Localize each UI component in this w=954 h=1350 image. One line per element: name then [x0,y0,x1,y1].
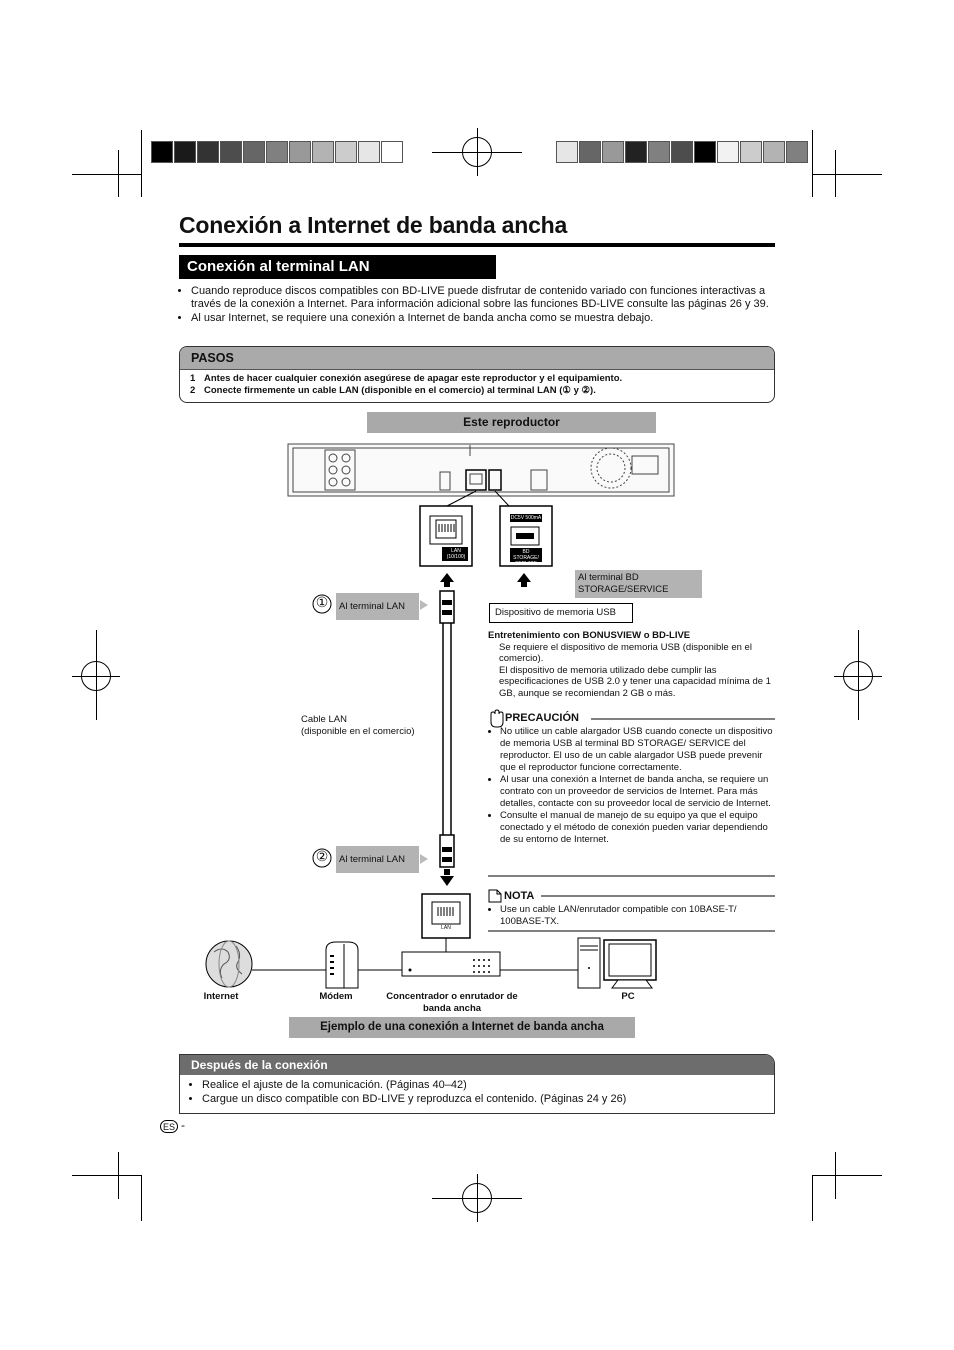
step-1-marker: ① [315,594,329,610]
color-swatch [220,141,242,163]
after-item: Realice el ajuste de la comunicación. (P… [202,1078,762,1092]
page-title: Conexión a Internet de banda ancha [179,212,568,238]
language-badge: ES [160,1120,178,1133]
player-rear-panel [287,443,675,497]
hub-lan-label: LAN [441,925,451,931]
usb-storage-label: BD STORAGE/ SERVICE [513,549,539,567]
color-swatch [335,141,357,163]
modem-caption: Módem [319,991,353,1002]
bd-storage-callout: Al terminal BD STORAGE/SERVICE [575,570,702,598]
color-swatch [266,141,288,163]
lan-port-label: LAN (10/100) [446,548,466,560]
usb-device-box: Dispositivo de memoria USB [489,603,633,623]
note-heading: NOTA [504,890,535,902]
hub-caption: Concentrador o enrutador de banda ancha [386,991,518,1014]
lan-terminal-callout-1: Al terminal LAN [336,593,419,620]
player-label: Este reproductor [367,412,656,433]
color-swatch [625,141,647,163]
diagram-caption: Ejemplo de una conexión a Internet de ba… [289,1017,635,1038]
bonusview-heading: Entretenimiento con BONUSVIEW o BD-LIVE [488,630,691,641]
color-swatch [717,141,739,163]
lan-cable [439,590,455,868]
after-connection-box: Después de la conexión Realice el ajuste… [179,1054,775,1114]
color-swatch [243,141,265,163]
color-swatch [174,141,196,163]
arrow-up-usb [517,573,531,587]
color-swatch [740,141,762,163]
color-swatch [579,141,601,163]
intro-bullets: Cuando reproduce discos compatibles con … [179,285,775,327]
color-swatch [151,141,173,163]
color-swatch [694,141,716,163]
caution-item: Consulte el manual de manejo de su equip… [500,810,774,846]
modem-icon [325,941,359,989]
note-list: Use un cable LAN/enrutador compatible co… [488,904,774,928]
color-swatch [763,141,785,163]
lan-terminal-callout-2: Al terminal LAN [336,846,419,873]
usb-port-zoom [499,505,553,567]
lan-port-zoom [419,505,473,567]
cable-label: Cable LAN (disponible en el comercio) [301,714,415,737]
color-swatch [381,141,403,163]
internet-globe-icon [205,940,253,988]
caution-list: No utilice un cable alargador USB cuando… [488,726,774,846]
section-heading: Conexión al terminal LAN [179,255,496,279]
color-swatch [197,141,219,163]
color-swatch [556,141,578,163]
bonusview-block: Entretenimiento con BONUSVIEW o BD-LIVE … [488,630,773,699]
after-connection-heading: Después de la conexión [180,1055,774,1075]
color-swatch [358,141,380,163]
pc-icon [577,937,657,989]
color-swatch [671,141,693,163]
caution-item: No utilice un cable alargador USB cuando… [500,726,774,774]
title-underline [179,243,775,247]
after-item: Cargue un disco compatible con BD-LIVE y… [202,1092,762,1106]
note-icon [488,889,502,903]
note-item: Use un cable LAN/enrutador compatible co… [500,904,774,928]
arrow-up-lan [440,573,454,587]
internet-caption: Internet [203,991,239,1002]
step-2-marker: ② [315,848,329,864]
color-swatch [786,141,808,163]
steps-heading: PASOS [180,347,774,370]
hub-lan-port-zoom [421,893,471,952]
arrow-down-hub [440,869,454,886]
usb-power-label: DC5V 500mA [510,515,542,521]
caution-item: Al usar una conexión a Internet de banda… [500,774,774,810]
intro-bullet: Al usar Internet, se requiere una conexi… [191,312,775,325]
color-swatch [602,141,624,163]
intro-bullet: Cuando reproduce discos compatibles con … [191,285,775,310]
color-swatch [648,141,670,163]
page-number: - [181,1118,185,1132]
caution-hand-icon [490,709,504,728]
caution-heading: PRECAUCIÓN [505,712,579,724]
color-swatch [289,141,311,163]
pc-caption: PC [621,991,635,1002]
color-swatch [312,141,334,163]
hub-router-icon [401,951,501,977]
